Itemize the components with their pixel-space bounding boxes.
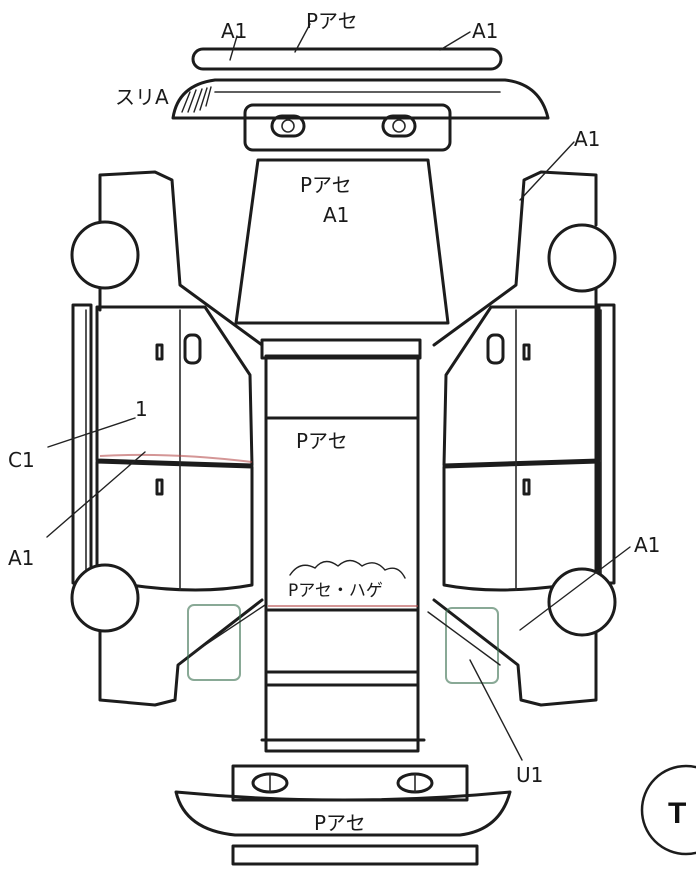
front-lower-lip [231,844,479,866]
note-left-side-a: A1 [8,546,34,570]
roof-outer [264,354,420,753]
leader-left-a1 [46,451,146,538]
right-front-wheel [547,567,617,637]
scratch-mark [181,86,212,113]
rear-lamp-left-inner [281,119,295,133]
right-mirror [486,333,505,365]
leader-left-hood [189,604,266,656]
left-front-handle [155,478,164,496]
roof-rear-edge [260,338,422,360]
rear-license-panel [243,103,452,152]
handwritten-notes: A1 Pアセ A1 スリA Pアセ A1 A1 1 C1 A1 Pアセ Pアセ・… [8,9,660,835]
rear-bumper [191,47,503,71]
note-left-door-top: 1 [135,397,148,421]
right-front-fender [432,598,598,707]
left-door-stripe [99,453,253,463]
center-column [260,338,426,753]
paint-scribble [289,559,406,579]
left-side-rail [71,303,93,585]
badge-letter: T [668,797,686,830]
right-front-handle [522,478,531,496]
grade-badge: T [640,764,696,856]
leader-right-quarter [519,141,575,201]
front-bumper [174,790,512,837]
leader-rear-right [439,31,471,51]
note-rear-glass-1: Pアセ [300,173,352,197]
leader-rear-center [294,23,311,53]
note-rear-glass-2: A1 [323,203,349,227]
note-right-front-u: U1 [516,763,543,787]
rear-panel [171,78,550,120]
note-hood-front: Pアセ・ハゲ [288,581,383,601]
left-headlamp [187,604,241,681]
rear-lamp-right-inner [392,119,406,133]
rear-lamp-right [381,114,417,138]
leader-right-front [519,546,631,631]
leader-lines [46,23,631,761]
left-front-wheel [70,563,140,633]
right-headlamp [445,607,499,684]
left-mirror [183,333,202,365]
note-rear-panel: スリA [115,85,169,109]
note-rear-bumper-left: A1 [221,19,247,43]
body-left [70,170,264,707]
note-front-bumper: Pアセ [314,811,366,835]
rear-lamp-left [270,114,306,138]
rear-glass [234,158,450,325]
right-rear-wheel [547,223,617,293]
leader-rear-left [229,35,238,61]
leader-left-c1 [47,417,136,448]
note-left-side-c: C1 [8,448,35,472]
right-rear-handle [522,343,531,361]
front-section [174,764,512,866]
right-rear-door [442,305,601,467]
note-right-quarter: A1 [574,127,600,151]
note-right-front: A1 [634,533,660,557]
note-roof: Pアセ [296,429,348,453]
leader-right-hood [427,611,501,666]
leader-right-u1 [469,659,523,761]
body-right [432,170,617,707]
left-rear-wheel [70,220,140,290]
badge-circle [640,764,696,856]
note-rear-bumper-right: A1 [472,19,498,43]
note-rear-bumper-center: Pアセ [306,9,358,33]
rear-section [171,47,550,152]
left-rear-handle [155,343,164,361]
left-rear-door [95,305,254,467]
